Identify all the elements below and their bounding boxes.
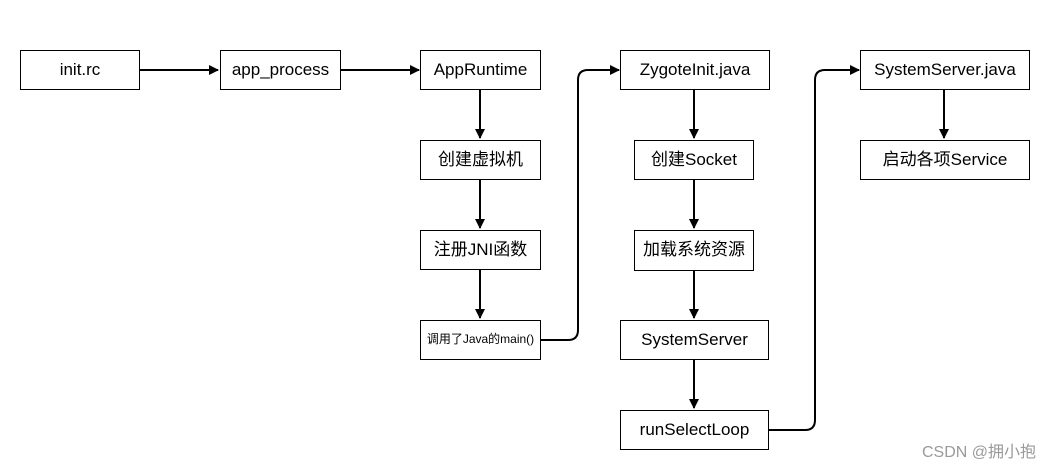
node-label: runSelectLoop	[639, 419, 750, 439]
node-load-resources: 加载系统资源	[634, 230, 754, 271]
node-systemserver-java: SystemServer.java	[860, 50, 1030, 90]
node-label: 调用了Java的main()	[426, 332, 535, 347]
node-init-rc: init.rc	[20, 50, 140, 90]
node-label: ZygoteInit.java	[639, 59, 751, 79]
node-label: SystemServer	[641, 329, 748, 349]
node-label: 启动各项Service	[882, 149, 1008, 169]
node-create-vm: 创建虚拟机	[420, 140, 541, 180]
node-call-java-main: 调用了Java的main()	[420, 320, 541, 360]
node-label: AppRuntime	[433, 59, 528, 79]
arrow-call-main-to-zygoteinit	[540, 65, 620, 341]
node-zygoteinit-java: ZygoteInit.java	[620, 50, 770, 90]
node-label: 加载系统资源	[643, 240, 745, 260]
node-label: app_process	[231, 59, 330, 79]
csdn-watermark: CSDN @拥小抱	[921, 444, 1036, 461]
node-label: SystemServer.java	[874, 59, 1016, 79]
arrow-runselectloop-to-systemserver-java	[768, 65, 860, 431]
node-label: init.rc	[59, 59, 101, 79]
node-label: 创建Socket	[651, 149, 737, 169]
node-app-process: app_process	[220, 50, 341, 90]
node-register-jni: 注册JNI函数	[420, 230, 541, 270]
node-appruntime: AppRuntime	[420, 50, 541, 90]
node-systemserver: SystemServer	[620, 320, 769, 360]
node-start-services: 启动各项Service	[860, 140, 1030, 180]
node-create-socket: 创建Socket	[634, 140, 754, 180]
node-runselectloop: runSelectLoop	[620, 410, 769, 450]
node-label: 创建虚拟机	[438, 149, 523, 169]
node-label: 注册JNI函数	[433, 239, 528, 259]
